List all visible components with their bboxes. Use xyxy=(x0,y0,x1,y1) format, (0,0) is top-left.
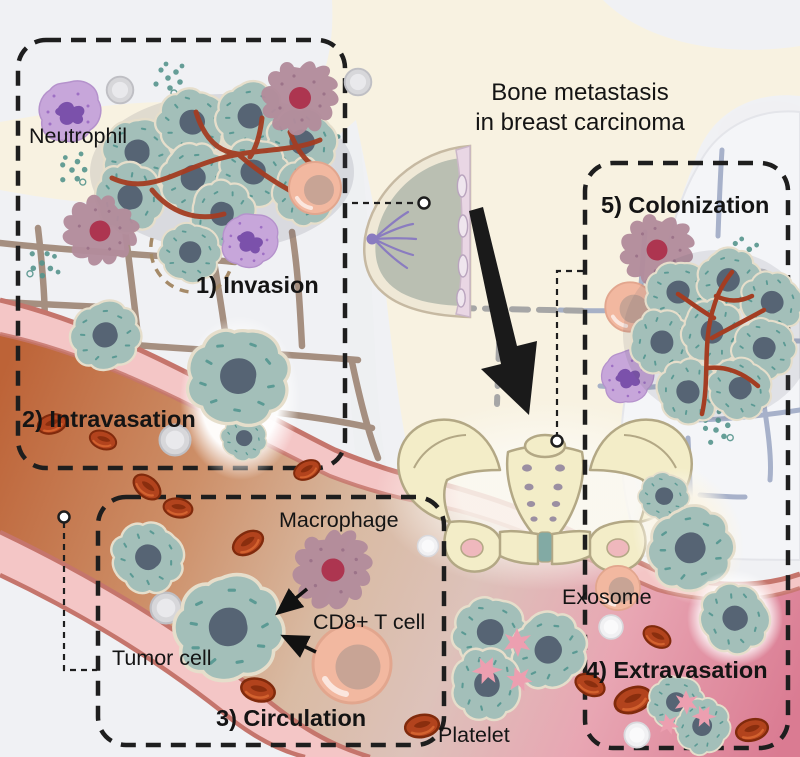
label-pointer-arrows xyxy=(274,587,317,658)
circulation-label: 3) Circulation xyxy=(216,705,367,731)
extravasating-tumor-cells xyxy=(629,462,783,666)
metastasis-arrow xyxy=(469,207,537,415)
figure-title-line2: in breast carcinoma xyxy=(475,109,685,136)
platelet-label: Platelet xyxy=(438,723,510,747)
metastasis-vessels xyxy=(675,269,767,417)
breast-illustration xyxy=(362,144,472,319)
intravasating-tumor-cell xyxy=(178,316,300,480)
sacral-foramina xyxy=(522,464,565,522)
neutrophil-label: Neutrophil xyxy=(29,124,127,148)
figure-title: Bone metastasis in breast carcinoma xyxy=(440,78,720,138)
tumor-cell-label: Tumor cell xyxy=(112,646,212,670)
bone-metastasis-cluster xyxy=(623,236,800,434)
cd8-t-cell-label: CD8+ T cell xyxy=(313,610,426,634)
exosome-label: Exosome xyxy=(562,585,652,609)
breast-site-marker xyxy=(417,196,431,210)
milk-ducts xyxy=(372,210,418,270)
invasion-intravasation-box xyxy=(15,37,348,471)
pelvis-site-marker xyxy=(550,434,564,448)
invasion-label: 1) Invasion xyxy=(196,272,319,298)
circulation-box xyxy=(95,494,447,748)
vessel-site-marker xyxy=(57,510,71,524)
site-connectors xyxy=(62,201,584,672)
intravasation-label: 2) Intravasation xyxy=(22,406,196,432)
primary-tumor-cluster xyxy=(89,71,354,258)
colonization-label: 5) Colonization xyxy=(601,192,770,218)
pelvis-illustration xyxy=(375,400,715,590)
figure-title-line1: Bone metastasis xyxy=(491,79,669,106)
extravasation-label: 4) Extravasation xyxy=(586,657,768,683)
macrophage-label: Macrophage xyxy=(279,508,399,532)
